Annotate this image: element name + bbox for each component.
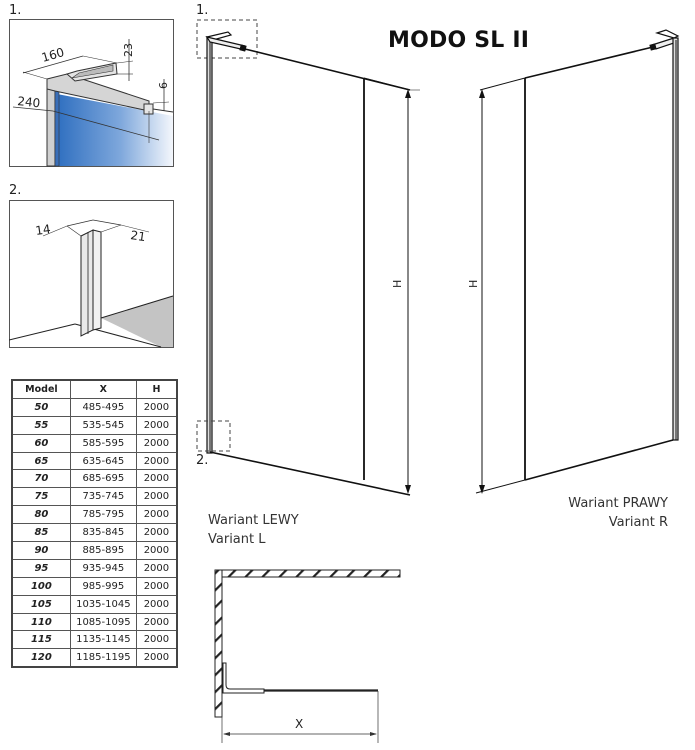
dim-160: 160 [40,45,66,65]
cell-h: 2000 [135,648,178,668]
cell-x: 485-495 [69,397,137,417]
detail-2-label: 2. [9,183,22,198]
cell-h: 2000 [135,523,178,543]
plan-width-label: X [295,717,303,731]
right-variant-elevation [475,29,680,494]
cell-x: 1135-1145 [69,630,137,650]
cell-x: 1085-1095 [69,612,137,632]
variant-left-line1: Wariant LEWY [208,513,299,528]
variant-right-label: Wariant PRAWY Variant R [568,494,668,532]
cell-h: 2000 [135,630,178,650]
dim-6: 6 [157,82,170,89]
cell-h: 2000 [135,487,178,507]
cell-h: 2000 [135,505,178,525]
dim-21: 21 [130,228,147,244]
detail-1-label: 1. [9,3,22,18]
cell-model: 105 [11,594,71,614]
cell-x: 985-995 [69,576,137,596]
cell-x: 585-595 [69,433,137,453]
cell-h: 2000 [135,594,178,614]
cell-model: 100 [11,576,71,596]
cell-model: 70 [11,469,71,489]
cell-model: 60 [11,433,71,453]
table-header-row: Model X H [11,379,178,399]
elevation-drawings: H H [196,19,680,496]
cell-x: 685-695 [69,469,137,489]
header-x: X [69,379,137,399]
height-label-right: H [467,280,480,288]
cell-model: 80 [11,505,71,525]
dim-23: 23 [122,43,135,57]
cell-x: 785-795 [69,505,137,525]
cell-x: 885-895 [69,541,137,560]
callout-2-label: 2. [196,453,209,468]
left-variant-elevation [196,19,420,496]
cell-model: 95 [11,558,71,578]
callout-1-label: 1. [196,3,209,18]
cell-h: 2000 [135,433,178,453]
cell-model: 75 [11,487,71,507]
cell-model: 65 [11,451,71,471]
cell-model: 120 [11,648,71,668]
cell-h: 2000 [135,415,178,435]
variant-left-label: Wariant LEWY Variant L [208,511,299,549]
product-title: MODO SL II [388,28,530,53]
cell-x: 835-845 [69,523,137,543]
cell-h: 2000 [135,576,178,596]
cell-model: 85 [11,523,71,543]
cell-model: 110 [11,612,71,632]
cell-h: 2000 [135,469,178,489]
cell-x: 1035-1045 [69,594,137,614]
variant-left-line2: Variant L [208,532,266,547]
detail-1-wall-profile-drawing: 160 23 6 240 [9,19,174,167]
cell-h: 2000 [135,451,178,471]
cell-x: 1185-1195 [69,648,137,668]
plan-view-drawing: X [214,569,401,743]
header-h: H [135,379,178,399]
cell-h: 2000 [135,612,178,632]
cell-model: 55 [11,415,71,435]
cell-x: 935-945 [69,558,137,578]
cell-model: 115 [11,630,71,650]
cell-x: 735-745 [69,487,137,507]
cell-h: 2000 [135,397,178,417]
cell-x: 635-645 [69,451,137,471]
header-model: Model [11,379,71,399]
cell-model: 50 [11,397,71,417]
height-label-left: H [391,280,404,288]
cell-x: 535-545 [69,415,137,435]
cell-h: 2000 [135,558,178,578]
detail-2-post-profile-drawing: 14 21 [9,200,174,348]
dim-14: 14 [34,222,51,238]
dim-240: 240 [17,94,41,110]
cell-model: 90 [11,541,71,560]
cell-h: 2000 [135,541,178,560]
variant-right-line1: Wariant PRAWY [568,496,668,511]
variant-right-line2: Variant R [608,515,668,530]
